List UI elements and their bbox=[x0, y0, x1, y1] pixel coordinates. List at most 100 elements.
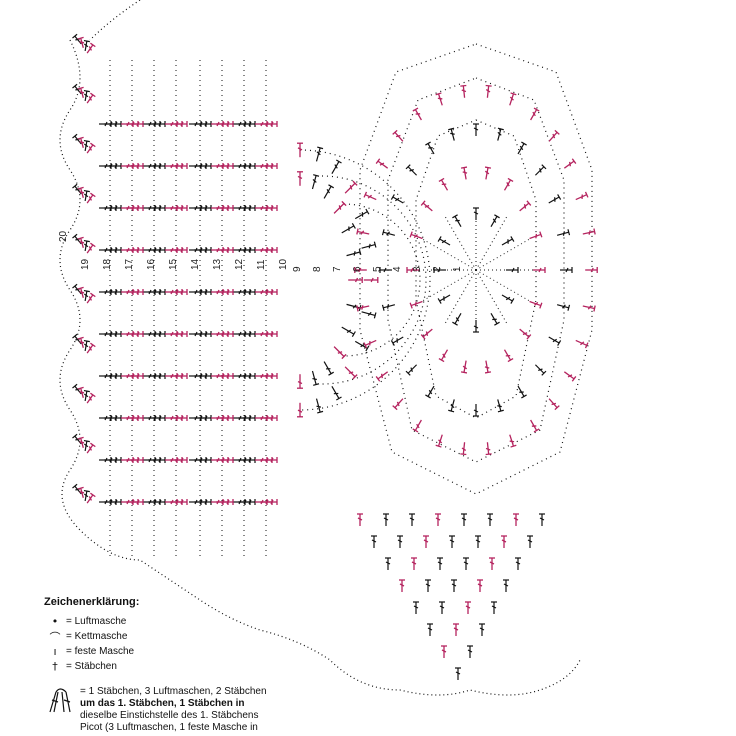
stitch bbox=[86, 392, 96, 404]
stitch bbox=[515, 557, 521, 570]
stitch bbox=[363, 339, 377, 349]
stitch bbox=[265, 373, 278, 379]
stitch bbox=[399, 579, 405, 592]
stitch bbox=[530, 419, 540, 433]
stitch bbox=[265, 121, 278, 127]
stitch bbox=[519, 200, 532, 212]
stitch bbox=[438, 177, 449, 191]
row-number: 6 bbox=[352, 266, 363, 272]
stitch bbox=[427, 623, 433, 636]
stitch bbox=[346, 303, 362, 312]
stitch bbox=[517, 141, 527, 155]
stitch bbox=[221, 289, 234, 295]
stitch bbox=[451, 579, 457, 592]
stitch bbox=[575, 191, 589, 201]
stitch bbox=[437, 294, 451, 304]
stitch bbox=[460, 442, 467, 456]
stitch bbox=[361, 311, 377, 319]
stitch bbox=[356, 305, 370, 312]
stitch bbox=[86, 292, 96, 304]
stitch bbox=[455, 667, 461, 680]
stitch-marks-magenta bbox=[77, 36, 598, 658]
stitch bbox=[385, 557, 391, 570]
stitch bbox=[491, 601, 497, 614]
stitch bbox=[548, 129, 560, 142]
stitch bbox=[575, 339, 589, 349]
legend-shell-description: = 1 Stäbchen, 3 Luftmaschen, 2 Stäbchen … bbox=[44, 686, 344, 734]
row-number: 12 bbox=[234, 258, 245, 270]
stitch bbox=[409, 300, 423, 309]
stitch bbox=[363, 277, 379, 283]
stitch bbox=[175, 373, 188, 379]
legend-item-single: ı = feste Masche bbox=[44, 644, 344, 659]
spoke bbox=[422, 269, 477, 302]
stitch bbox=[86, 242, 96, 254]
stitch bbox=[77, 336, 85, 348]
stitch bbox=[265, 163, 278, 169]
legend-label: = Stäbchen bbox=[66, 661, 117, 672]
legend-shell-line: = 1 Stäbchen, 3 Luftmaschen, 2 Stäbchen bbox=[80, 686, 267, 697]
stitch bbox=[420, 200, 433, 212]
spoke bbox=[444, 216, 477, 271]
stitch bbox=[265, 499, 278, 505]
stitch bbox=[77, 486, 85, 498]
stitch bbox=[175, 499, 188, 505]
stitch bbox=[423, 535, 429, 548]
stitch bbox=[506, 267, 519, 273]
stitch bbox=[461, 513, 467, 526]
stitch bbox=[519, 328, 532, 340]
stitch bbox=[534, 364, 547, 376]
row-number: 13 bbox=[212, 258, 223, 270]
stitch bbox=[86, 142, 96, 154]
legend-shell-line: dieselbe Einstichstelle des 1. Stäbchens bbox=[80, 710, 259, 721]
stitch bbox=[83, 139, 90, 152]
stitch bbox=[441, 645, 447, 658]
stitch bbox=[529, 300, 543, 309]
stitch bbox=[77, 436, 85, 448]
stitch bbox=[503, 349, 514, 363]
stitch bbox=[452, 214, 462, 227]
stitch bbox=[131, 289, 144, 295]
stitch bbox=[437, 557, 443, 570]
stitch bbox=[539, 513, 545, 526]
stitch bbox=[420, 328, 433, 340]
stitch bbox=[397, 535, 403, 548]
stitch bbox=[375, 371, 389, 382]
stitch bbox=[297, 142, 303, 158]
stitch bbox=[463, 557, 469, 570]
stitch bbox=[86, 442, 96, 454]
stitch-marks-black bbox=[72, 33, 573, 680]
stitch bbox=[475, 535, 481, 548]
stitch bbox=[467, 645, 473, 658]
stitch bbox=[435, 434, 443, 448]
stitch bbox=[265, 457, 278, 463]
stitch bbox=[585, 267, 598, 273]
stitch bbox=[323, 361, 334, 376]
spoke bbox=[475, 238, 530, 271]
stitch bbox=[435, 92, 443, 106]
stitch bbox=[86, 92, 96, 104]
stitch bbox=[411, 557, 417, 570]
stitch bbox=[548, 336, 562, 346]
legend-item-slip: ⌒ = Kettmasche bbox=[44, 629, 344, 644]
stitch bbox=[490, 313, 500, 326]
stitch bbox=[331, 386, 342, 401]
stitch bbox=[221, 163, 234, 169]
stitch bbox=[503, 579, 509, 592]
stitch bbox=[425, 579, 431, 592]
stitch bbox=[221, 331, 234, 337]
stitch bbox=[221, 415, 234, 421]
stitch bbox=[175, 247, 188, 253]
stitch bbox=[473, 123, 479, 136]
row-number: 15 bbox=[168, 258, 179, 270]
stitch bbox=[333, 346, 347, 360]
stitch bbox=[453, 623, 459, 636]
stitch bbox=[83, 239, 90, 252]
stitch bbox=[77, 136, 85, 148]
stitch bbox=[473, 320, 479, 333]
stitch bbox=[175, 121, 188, 127]
stitch bbox=[406, 267, 419, 273]
single-crochet-icon: ı bbox=[53, 645, 57, 658]
stitch bbox=[265, 205, 278, 211]
